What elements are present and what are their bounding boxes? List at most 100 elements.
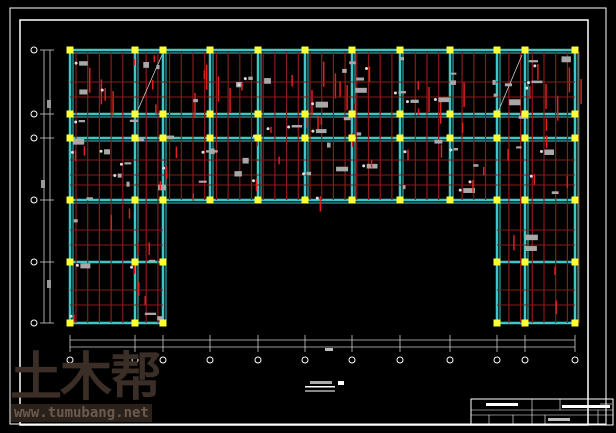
annotation-text (78, 120, 85, 123)
column (131, 196, 139, 204)
annotation-text (315, 129, 327, 134)
annotation-text (210, 148, 215, 155)
rebar-callout (100, 88, 104, 92)
column (571, 46, 579, 54)
axis-bubble (30, 196, 38, 204)
column (396, 134, 404, 142)
column (131, 319, 139, 327)
rebar-callout (529, 174, 533, 178)
annotation-text (291, 124, 303, 128)
rebar-callout (403, 150, 407, 154)
column (301, 110, 309, 118)
column (254, 196, 262, 204)
column (159, 258, 167, 266)
column (131, 110, 139, 118)
column (348, 110, 356, 118)
rebar-callout (252, 179, 256, 183)
rebar-callout (405, 100, 409, 104)
annotation-text (525, 246, 537, 251)
dimension-text (47, 100, 51, 108)
rebar-callout (130, 265, 134, 269)
column (348, 46, 356, 54)
annotation-text (356, 132, 362, 136)
annotation-text (79, 61, 88, 66)
annotation-text (157, 316, 163, 321)
column (446, 134, 454, 142)
annotation-text (198, 180, 207, 183)
rebar-callout (69, 314, 73, 318)
annotation-text (165, 135, 175, 140)
column (301, 196, 309, 204)
rebar-callout (119, 162, 123, 166)
annotation-text (473, 164, 479, 167)
column (521, 110, 529, 118)
rebar-callout (364, 66, 368, 70)
annotation-text (86, 197, 93, 201)
annotation-text (492, 79, 496, 85)
column (521, 46, 529, 54)
rebar-callout (315, 196, 319, 200)
annotation-text (144, 312, 157, 315)
column (571, 258, 579, 266)
axis-bubble (30, 110, 38, 118)
annotation-text (525, 234, 538, 241)
annotation-text (398, 91, 406, 94)
column (493, 258, 501, 266)
column (66, 46, 74, 54)
column (396, 196, 404, 204)
rebar-callout (362, 164, 366, 168)
axis-bubble (254, 356, 262, 364)
annotation-text (242, 157, 249, 164)
axis-bubble (493, 356, 501, 364)
drawing-name (562, 405, 610, 408)
annotation-text (336, 166, 349, 172)
annotation-text (355, 87, 367, 93)
annotation-text (129, 119, 138, 122)
column (571, 110, 579, 118)
annotation-text (493, 93, 498, 97)
column (521, 196, 529, 204)
column (493, 134, 501, 142)
axis-bubble (30, 319, 38, 327)
rebar-callout (458, 188, 462, 192)
annotation-text (79, 89, 88, 95)
drawing-label (548, 418, 570, 421)
column (206, 134, 214, 142)
rebar-callout (287, 125, 291, 129)
annotation-text (248, 76, 253, 80)
axis-bubble (571, 356, 579, 364)
rebar-callout (74, 61, 78, 65)
column (159, 46, 167, 54)
column (206, 46, 214, 54)
column (131, 134, 139, 142)
drawing-title (310, 381, 332, 384)
axis-bubble (131, 356, 139, 364)
scale-text (338, 381, 344, 385)
column (206, 110, 214, 118)
axis-bubble (348, 356, 356, 364)
project-name (486, 403, 518, 406)
column (66, 134, 74, 142)
axis-bubble (30, 258, 38, 266)
dimension-text (47, 280, 51, 288)
annotation-text (315, 101, 329, 108)
column (571, 196, 579, 204)
rebar-callout (539, 149, 543, 153)
rebar-callout (527, 81, 531, 85)
rebar-callout (468, 180, 472, 184)
column (571, 319, 579, 327)
annotation-text (158, 184, 166, 191)
column (254, 134, 262, 142)
axis-bubble (30, 134, 38, 142)
rebar-callout (75, 263, 79, 267)
column (446, 110, 454, 118)
rebar-callout (533, 64, 537, 68)
rebar-callout (201, 150, 205, 154)
column (521, 258, 529, 266)
annotation-text (143, 62, 149, 68)
annotation-text (349, 61, 356, 65)
annotation-text (399, 57, 405, 61)
column (521, 319, 529, 327)
column (66, 196, 74, 204)
column (159, 134, 167, 142)
